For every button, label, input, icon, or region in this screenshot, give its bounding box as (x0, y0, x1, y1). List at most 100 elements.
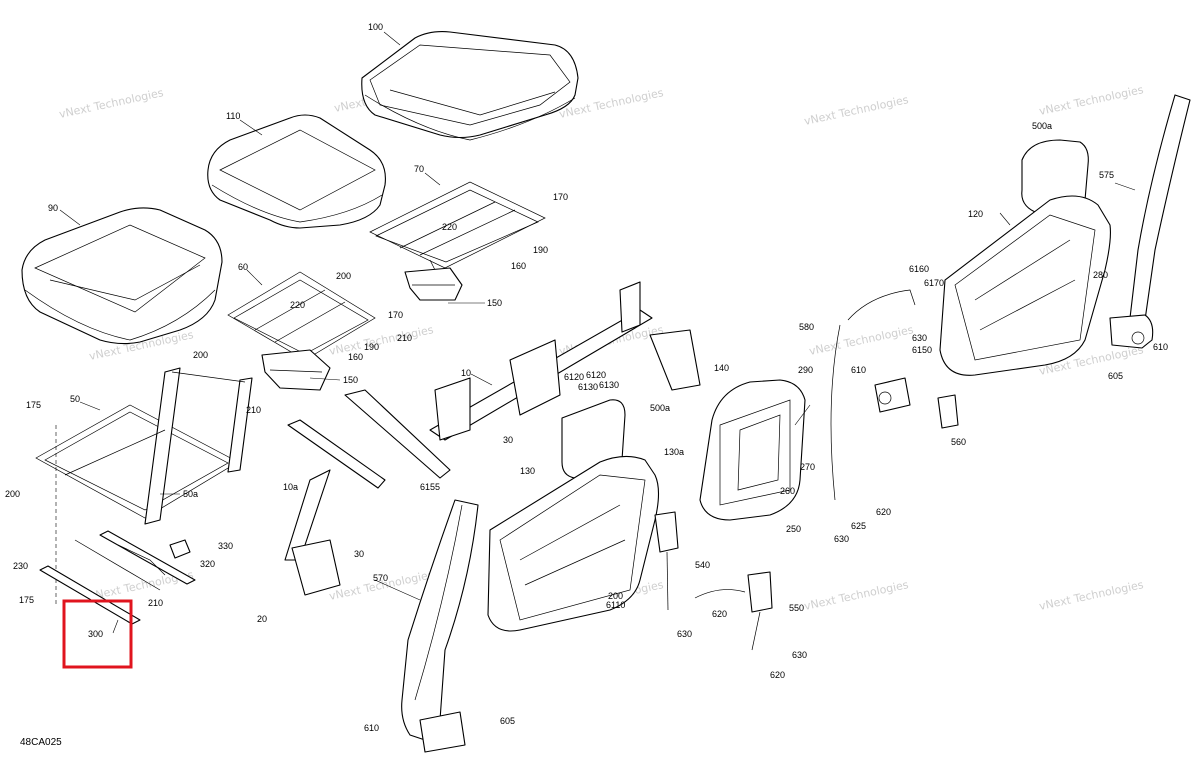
callout-620b: 620 (712, 609, 727, 619)
callout-200c: 200 (5, 489, 20, 499)
callout-6160: 6160 (909, 264, 929, 274)
watermark-text: vNext Technologies (803, 93, 910, 128)
callout-280: 280 (1093, 270, 1108, 280)
callout-6150: 6150 (912, 345, 932, 355)
callout-6110: 6110 (606, 600, 625, 610)
callout-10a: 10a (283, 482, 298, 492)
callout-160b: 160 (348, 352, 363, 362)
callout-50: 50 (70, 394, 80, 404)
seat-belt-580 (830, 289, 959, 501)
callout-610c: 610 (1153, 342, 1168, 352)
callout-120: 120 (968, 209, 983, 219)
callout-110: 110 (226, 111, 240, 121)
callout-200d: 200 (608, 591, 623, 601)
seat-belt-570 (401, 499, 479, 753)
callout-200: 200 (336, 271, 351, 281)
callout-6155: 6155 (420, 482, 440, 492)
callout-540: 540 (695, 560, 710, 570)
watermark-text: vNext Technologies (58, 86, 165, 121)
callout-625: 625 (851, 521, 866, 531)
callout-575: 575 (1099, 170, 1114, 180)
callout-6120b: 6120 (564, 372, 584, 382)
main-frame-10 (284, 281, 701, 596)
callout-30b: 30 (354, 549, 364, 559)
backrest-130 (487, 399, 660, 632)
callout-610b: 610 (851, 365, 866, 375)
callout-6130: 6130 (599, 380, 619, 390)
callout-320: 320 (200, 559, 215, 569)
callout-620c: 620 (770, 670, 785, 680)
callout-50a: 50a (183, 489, 198, 499)
callout-60: 60 (238, 262, 248, 272)
callout-130: 130 (520, 466, 535, 476)
callout-70: 70 (414, 164, 424, 174)
callout-610: 610 (364, 723, 379, 733)
slider-rails-300 (39, 530, 196, 625)
seat-frame-50 (35, 367, 253, 605)
seat-belt-575 (1109, 94, 1191, 349)
callout-570: 570 (373, 573, 388, 583)
leader-lines (59, 31, 1136, 634)
highlight-box (62, 599, 133, 669)
watermark-text: vNext Technologies (803, 578, 910, 613)
callout-620: 620 (876, 507, 891, 517)
seat-frame-60 (227, 271, 376, 391)
callout-560: 560 (951, 437, 966, 447)
backrest-140 (699, 379, 806, 521)
callout-500a-b: 500a (1032, 121, 1052, 131)
callout-290: 290 (798, 365, 813, 375)
callout-175b: 175 (19, 595, 34, 605)
callout-230: 230 (13, 561, 28, 571)
callout-220b: 220 (290, 300, 305, 310)
drawing-code: 48CA025 (20, 737, 62, 748)
callout-210c: 210 (148, 598, 163, 608)
callout-6170: 6170 (924, 278, 944, 288)
callout-10: 10 (461, 368, 471, 378)
seat-cushion-100 (361, 31, 579, 141)
callout-630: 630 (834, 534, 849, 544)
callout-175: 175 (26, 400, 41, 410)
watermark-text: vNext Technologies (808, 323, 915, 358)
callout-150b: 150 (343, 375, 358, 385)
callout-630b: 630 (912, 333, 927, 343)
callout-500a: 500a (650, 403, 670, 413)
callout-330: 330 (218, 541, 233, 551)
callout-210: 210 (397, 333, 412, 343)
seat-frame-70 (369, 181, 546, 301)
buckles-540-550 (654, 511, 773, 651)
backrest-120 (939, 139, 1111, 376)
callout-630d: 630 (792, 650, 807, 660)
callout-170: 170 (553, 192, 568, 202)
callout-90: 90 (48, 203, 58, 213)
callout-200b: 200 (193, 350, 208, 360)
callout-605: 605 (500, 716, 515, 726)
callout-270: 270 (800, 462, 815, 472)
callout-30: 30 (503, 435, 513, 445)
callout-210b: 210 (246, 405, 261, 415)
watermark-text: vNext Technologies (1038, 578, 1145, 613)
callout-130a: 130a (664, 447, 684, 457)
callout-605b: 605 (1108, 371, 1123, 381)
callout-labels: 100 110 90 70 170 220 190 160 200 150 60… (5, 22, 1168, 733)
callout-250: 250 (786, 524, 801, 534)
callout-190b: 190 (364, 342, 379, 352)
callout-580: 580 (799, 322, 814, 332)
callout-20: 20 (257, 614, 267, 624)
callout-630c: 630 (677, 629, 692, 639)
callout-140: 140 (714, 363, 729, 373)
callout-150: 150 (487, 298, 502, 308)
callout-100: 100 (368, 22, 383, 32)
seat-cushion-110 (207, 114, 386, 229)
watermark-text: vNext Technologies (328, 323, 435, 358)
callout-6130b: 6130 (578, 382, 598, 392)
callout-260: 260 (780, 486, 795, 496)
callout-550: 550 (789, 603, 804, 613)
watermark-text: vNext Technologies (1038, 83, 1145, 118)
callout-160: 160 (511, 261, 526, 271)
callout-220: 220 (442, 222, 457, 232)
callout-6120: 6120 (586, 370, 606, 380)
callout-190: 190 (533, 245, 548, 255)
callout-170b: 170 (388, 310, 403, 320)
callout-300: 300 (88, 629, 103, 639)
